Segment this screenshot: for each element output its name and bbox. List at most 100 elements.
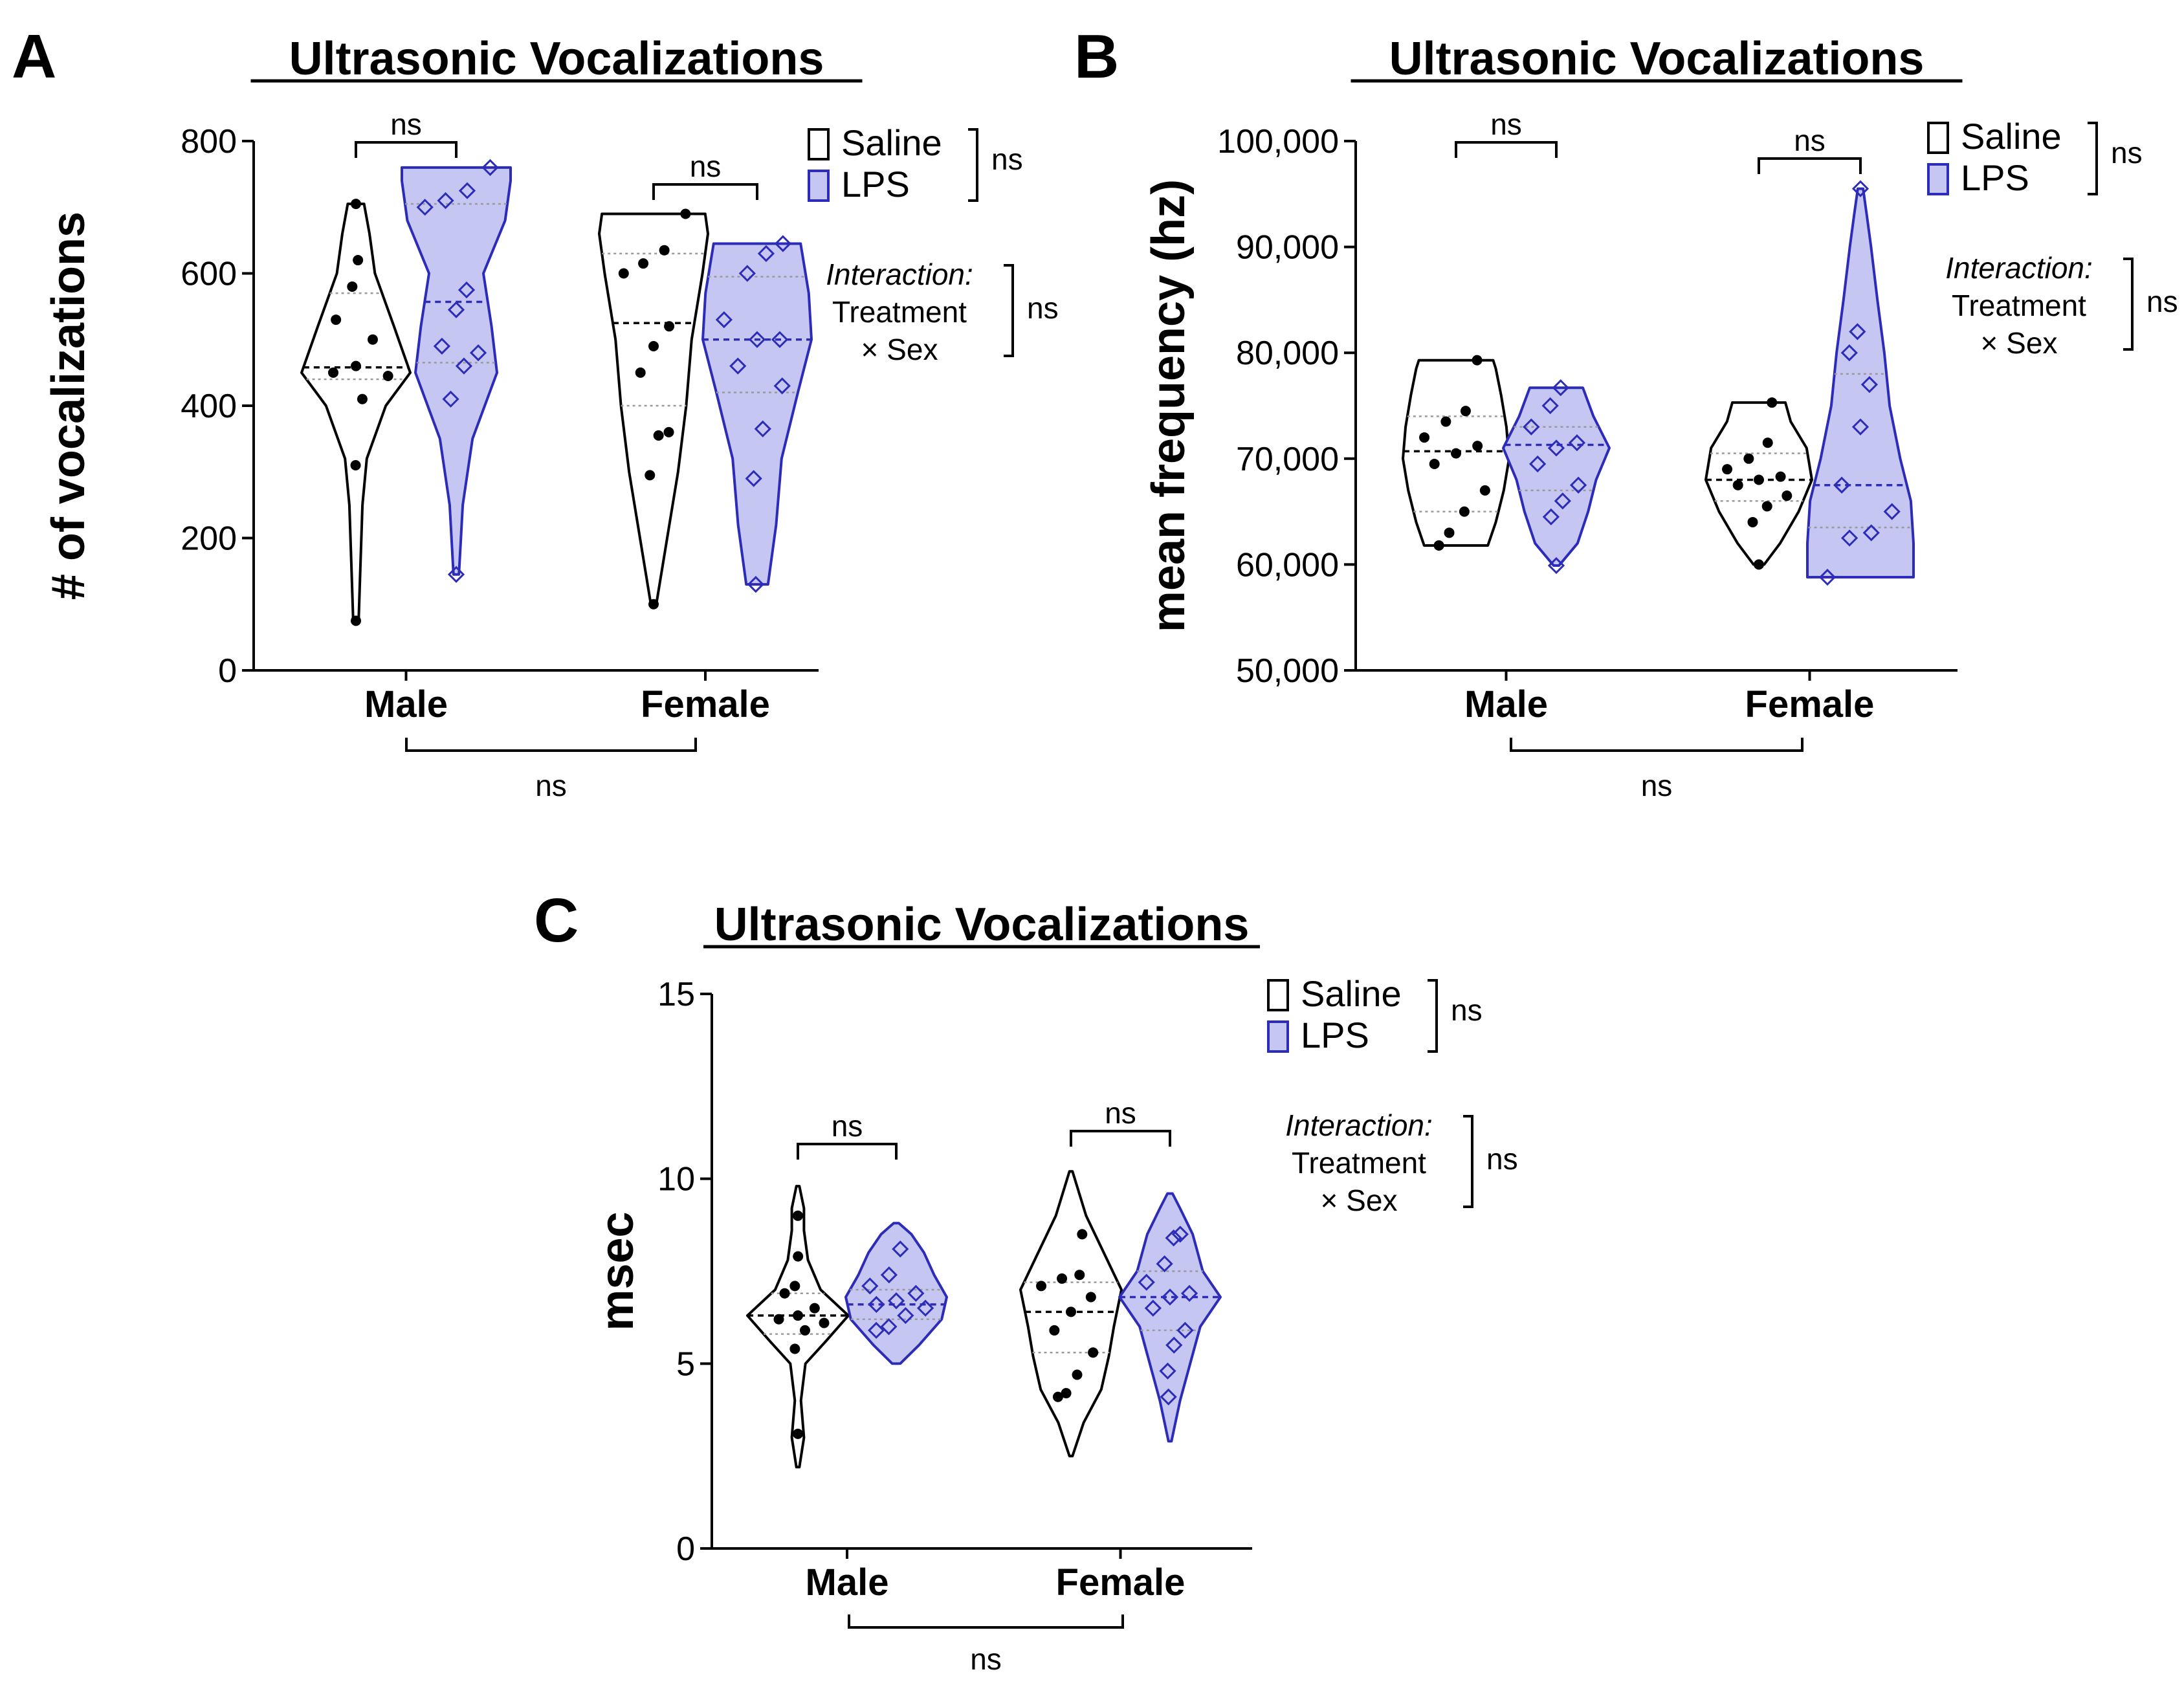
legend-swatch-saline bbox=[1267, 979, 1289, 1011]
data-point-saline bbox=[789, 1281, 800, 1292]
data-point-saline bbox=[789, 1343, 800, 1354]
y-tick-label: 400 bbox=[181, 388, 237, 425]
legend-label-saline: Saline bbox=[841, 122, 942, 163]
data-point-lps bbox=[757, 245, 775, 262]
legend-bracket bbox=[968, 128, 978, 202]
violin-saline-female bbox=[598, 212, 709, 606]
sex-ns: ns bbox=[1641, 769, 1673, 802]
data-point-lps bbox=[447, 301, 465, 318]
interaction-ns: ns bbox=[2146, 285, 2178, 318]
sex-bracket bbox=[1510, 738, 1803, 752]
data-point-lps bbox=[455, 357, 473, 375]
data-point-saline bbox=[1754, 474, 1764, 485]
data-point-lps bbox=[774, 235, 792, 252]
data-point-saline bbox=[1072, 1369, 1083, 1380]
legend-label-saline: Saline bbox=[1301, 973, 1402, 1014]
data-point-saline bbox=[645, 470, 656, 481]
legend-bracket bbox=[2088, 122, 2098, 195]
data-point-saline bbox=[328, 367, 338, 378]
interaction-line3: × Sex bbox=[861, 333, 938, 366]
data-point-saline bbox=[350, 460, 361, 471]
data-point-saline bbox=[638, 258, 649, 269]
legend-bracket bbox=[1428, 979, 1438, 1053]
interaction-line2: Treatment bbox=[1292, 1146, 1426, 1180]
data-point-saline bbox=[664, 321, 675, 332]
data-point-lps bbox=[1833, 476, 1851, 494]
violin-lps-male bbox=[401, 166, 512, 576]
interaction-line1: Interaction: bbox=[1285, 1108, 1433, 1142]
data-point-saline bbox=[353, 255, 364, 266]
data-point-saline bbox=[1762, 437, 1773, 448]
y-tick-label: 15 bbox=[657, 976, 695, 1013]
interaction-line2: Treatment bbox=[832, 295, 967, 329]
data-point-lps bbox=[887, 1292, 905, 1310]
legend-swatch-lps bbox=[1927, 163, 1949, 195]
x-tick-label-female: Female bbox=[641, 683, 770, 725]
y-tick-label: 80,000 bbox=[1236, 335, 1339, 372]
y-tick-label: 100,000 bbox=[1217, 123, 1339, 160]
data-point-saline bbox=[1451, 448, 1461, 459]
legend-swatch-saline bbox=[808, 128, 830, 160]
pair-bracket-female bbox=[652, 183, 758, 200]
pair-ns-male: ns bbox=[832, 1109, 863, 1143]
data-point-saline bbox=[1085, 1292, 1096, 1303]
pair-ns-male: ns bbox=[1490, 107, 1522, 141]
data-point-saline bbox=[1479, 485, 1490, 496]
x-tick-label-female: Female bbox=[1745, 683, 1875, 725]
data-point-lps bbox=[773, 377, 791, 395]
data-point-lps bbox=[1840, 344, 1858, 362]
data-point-lps bbox=[1568, 434, 1586, 452]
y-tick-label: 50,000 bbox=[1236, 652, 1339, 690]
sex-ns: ns bbox=[535, 769, 567, 802]
data-point-lps bbox=[458, 182, 476, 199]
data-point-lps bbox=[868, 1295, 885, 1314]
interaction-ns: ns bbox=[1027, 291, 1059, 325]
data-point-lps bbox=[1180, 1284, 1198, 1302]
data-point-saline bbox=[653, 430, 664, 441]
pair-bracket-male bbox=[797, 1143, 898, 1160]
data-point-lps bbox=[1165, 1336, 1183, 1354]
data-point-lps bbox=[433, 337, 451, 355]
data-point-lps bbox=[1851, 180, 1870, 197]
data-point-lps bbox=[1841, 529, 1859, 547]
data-point-saline bbox=[773, 1314, 784, 1325]
data-point-lps bbox=[447, 566, 465, 583]
data-point-lps bbox=[880, 1318, 898, 1336]
data-point-lps bbox=[745, 470, 762, 487]
data-point-saline bbox=[793, 1210, 803, 1221]
data-point-saline bbox=[351, 615, 361, 626]
y-axis-label: mean frequency (hz) bbox=[1143, 179, 1195, 632]
data-point-lps bbox=[1569, 476, 1587, 494]
data-point-saline bbox=[347, 281, 358, 292]
data-point-lps bbox=[437, 192, 454, 210]
interaction-line2: Treatment bbox=[1952, 289, 2086, 322]
data-point-saline bbox=[351, 199, 361, 210]
data-point-lps bbox=[1547, 439, 1565, 457]
legend-ns: ns bbox=[1451, 993, 1483, 1027]
x-tick-label-female: Female bbox=[1056, 1561, 1186, 1603]
data-point-saline bbox=[1459, 506, 1470, 517]
data-point-saline bbox=[1077, 1229, 1088, 1240]
legend-ns: ns bbox=[2111, 136, 2143, 170]
data-point-lps bbox=[1529, 455, 1547, 473]
data-point-saline bbox=[680, 208, 691, 219]
data-point-saline bbox=[1088, 1347, 1099, 1358]
data-point-lps bbox=[1542, 508, 1560, 525]
data-point-saline bbox=[1440, 416, 1451, 427]
data-point-lps bbox=[748, 331, 766, 348]
data-point-lps bbox=[458, 281, 476, 299]
interaction-line3: × Sex bbox=[1321, 1184, 1398, 1217]
data-point-lps bbox=[729, 357, 747, 375]
data-point-saline bbox=[793, 1428, 803, 1439]
data-point-lps bbox=[1159, 1362, 1176, 1380]
data-point-saline bbox=[1036, 1281, 1047, 1292]
pair-ns-male: ns bbox=[390, 107, 422, 141]
data-point-saline bbox=[1057, 1273, 1068, 1284]
legend-label-lps: LPS bbox=[1961, 157, 2029, 198]
data-point-saline bbox=[1743, 453, 1754, 464]
data-point-lps bbox=[747, 575, 765, 593]
data-point-saline bbox=[1767, 397, 1778, 408]
violin-saline-male bbox=[746, 1185, 850, 1469]
